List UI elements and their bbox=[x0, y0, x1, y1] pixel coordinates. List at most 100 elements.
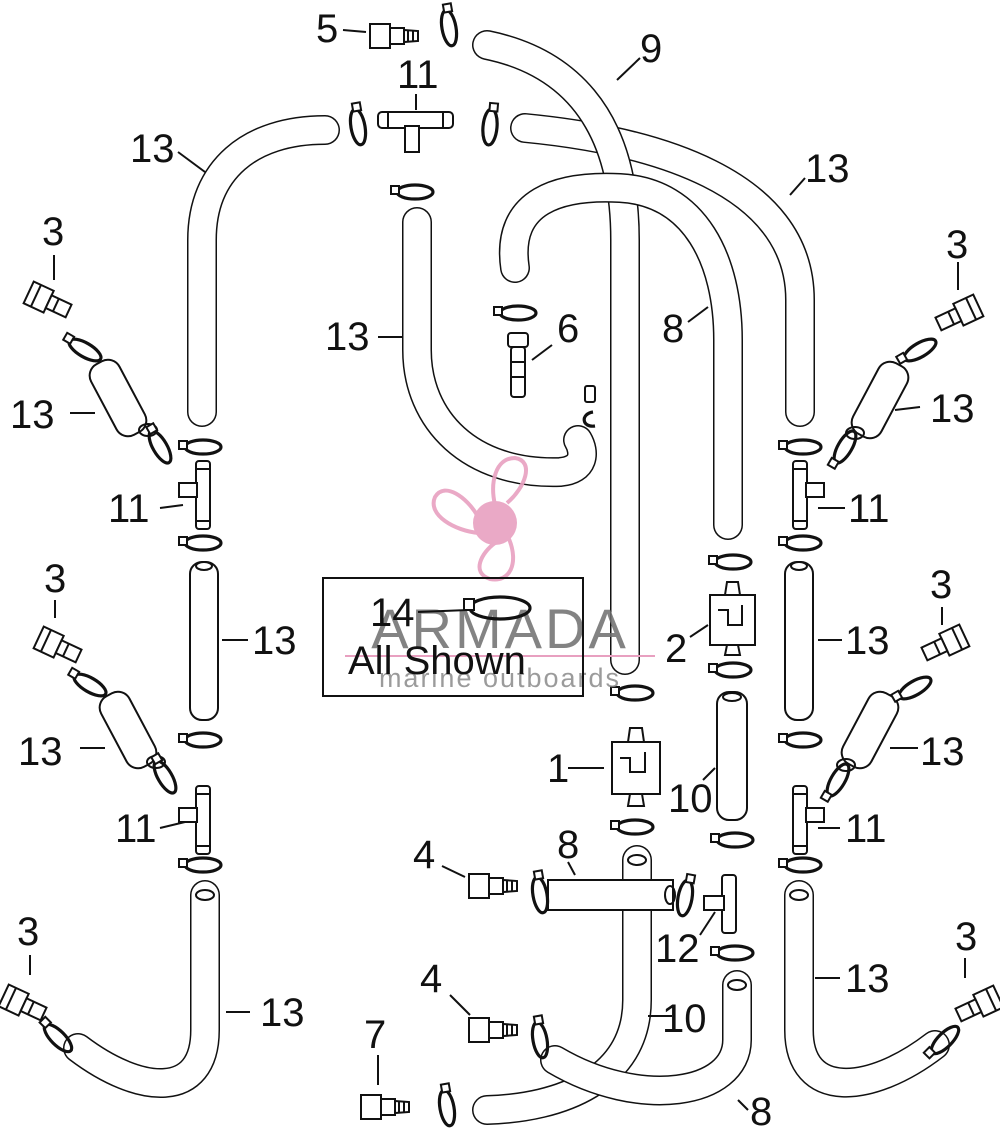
hose-left-upper bbox=[187, 115, 340, 427]
clamp bbox=[389, 183, 435, 201]
clamp bbox=[479, 100, 501, 148]
clamp bbox=[177, 534, 223, 552]
part-number-label: 12 bbox=[655, 927, 700, 971]
callout-number: 14 bbox=[370, 591, 415, 635]
hose-8-horizontal bbox=[547, 879, 676, 911]
hose-right-diag-1 bbox=[845, 360, 910, 440]
clamp bbox=[434, 1081, 459, 1129]
clamp bbox=[673, 871, 698, 919]
part-number-label: 13 bbox=[130, 127, 175, 171]
part-number-label: 11 bbox=[397, 53, 439, 97]
part-number-label: 10 bbox=[668, 777, 713, 821]
elbow-fitting-7 bbox=[360, 1094, 410, 1120]
part-number-label: 13 bbox=[845, 619, 890, 663]
clamp bbox=[492, 304, 538, 322]
part-number-label: 11 bbox=[845, 807, 887, 851]
callout-clamp-icon bbox=[463, 595, 532, 621]
part-number-label: 6 bbox=[557, 307, 579, 351]
hose-left-diag-2 bbox=[98, 690, 166, 770]
hose-10-straight bbox=[716, 691, 748, 821]
clamp bbox=[609, 818, 655, 836]
part-number-label: 3 bbox=[930, 563, 952, 607]
tee-fitting-left-upper bbox=[178, 460, 211, 530]
part-number-label: 3 bbox=[17, 910, 39, 954]
part-number-label: 3 bbox=[44, 557, 66, 601]
hose-9 bbox=[472, 30, 640, 675]
clamp bbox=[177, 438, 223, 456]
part-number-label: 13 bbox=[325, 315, 370, 359]
fuel-filter-1 bbox=[611, 727, 661, 807]
part-numbers: 5 11 9 13 13 3 3 13 6 8 13 13 11 11 3 3 … bbox=[10, 7, 977, 1134]
hose-8-upper bbox=[498, 172, 743, 540]
part-number-label: 13 bbox=[930, 387, 975, 431]
male-connector-3-right-1 bbox=[934, 293, 985, 332]
clamp bbox=[707, 661, 753, 679]
clamp bbox=[709, 831, 755, 849]
part-number-label: 13 bbox=[260, 991, 305, 1035]
clamp bbox=[889, 671, 936, 708]
clamp bbox=[777, 534, 823, 552]
part-number-label: 13 bbox=[920, 730, 965, 774]
hoses bbox=[63, 30, 950, 1125]
small-fitting-center bbox=[582, 385, 596, 428]
clamp bbox=[777, 731, 823, 749]
callout-box-14: 14 All Shown bbox=[322, 577, 584, 697]
male-connector-3-left-2 bbox=[32, 625, 83, 664]
hose-lower-left-j bbox=[63, 880, 220, 1098]
clamp bbox=[709, 944, 755, 962]
part-number-label: 3 bbox=[42, 210, 64, 254]
part-number-label: 11 bbox=[848, 487, 890, 531]
part-number-label: 7 bbox=[364, 1013, 386, 1057]
part-number-label: 1 bbox=[547, 747, 569, 791]
part-number-label: 8 bbox=[557, 823, 579, 867]
fuel-filter-2 bbox=[709, 581, 756, 656]
hose-8-lower bbox=[540, 970, 752, 1106]
male-connector-3-left-3 bbox=[0, 983, 48, 1022]
tee-fitting-top bbox=[377, 111, 454, 153]
part-number-label: 13 bbox=[845, 957, 890, 1001]
hose-center-j bbox=[402, 207, 597, 488]
part-number-label: 3 bbox=[955, 915, 977, 959]
tee-fitting-right-lower bbox=[792, 785, 825, 855]
clamp bbox=[818, 759, 855, 806]
clamp bbox=[527, 1013, 552, 1061]
leader-lines bbox=[29, 29, 966, 1111]
part-number-label: 8 bbox=[750, 1090, 772, 1134]
propeller-logo bbox=[431, 455, 528, 582]
watermark-subtitle: marine outboards bbox=[379, 663, 621, 693]
clamp bbox=[345, 100, 370, 148]
clamp bbox=[140, 421, 177, 468]
clamp bbox=[64, 665, 111, 702]
part-number-label: 4 bbox=[413, 833, 435, 877]
part-number-label: 2 bbox=[665, 627, 687, 671]
part-number-label: 11 bbox=[108, 487, 150, 531]
part-number-label: 3 bbox=[946, 223, 968, 267]
clamp bbox=[177, 731, 223, 749]
part-number-label: 13 bbox=[10, 393, 55, 437]
male-connector-3-right-2 bbox=[920, 623, 971, 662]
clamp bbox=[59, 330, 106, 367]
clamp bbox=[777, 856, 823, 874]
callout-text: All Shown bbox=[348, 639, 526, 683]
elbow-fitting-4-lower bbox=[468, 1017, 518, 1043]
part-number-label: 5 bbox=[316, 7, 338, 51]
part-number-label: 13 bbox=[805, 147, 850, 191]
male-connector-3-left-1 bbox=[22, 280, 73, 319]
tee-fitting-left-lower bbox=[178, 785, 211, 855]
part-number-label: 11 bbox=[115, 807, 157, 851]
clamp bbox=[825, 426, 862, 473]
hose-right-middle bbox=[784, 561, 814, 721]
clamp bbox=[177, 856, 223, 874]
clamp bbox=[894, 333, 941, 370]
part-number-label: 9 bbox=[640, 27, 662, 71]
clamp bbox=[527, 868, 552, 916]
elbow-fitting-4-upper bbox=[468, 873, 518, 899]
part-number-label: 13 bbox=[18, 730, 63, 774]
part-number-label: 4 bbox=[420, 957, 442, 1001]
clamp bbox=[777, 438, 823, 456]
hose-lower-right-j bbox=[784, 880, 950, 1098]
clamp bbox=[436, 1, 461, 49]
fittings bbox=[0, 23, 1000, 1120]
part-number-label: 13 bbox=[252, 619, 297, 663]
hose-right-diag-2 bbox=[836, 690, 900, 772]
